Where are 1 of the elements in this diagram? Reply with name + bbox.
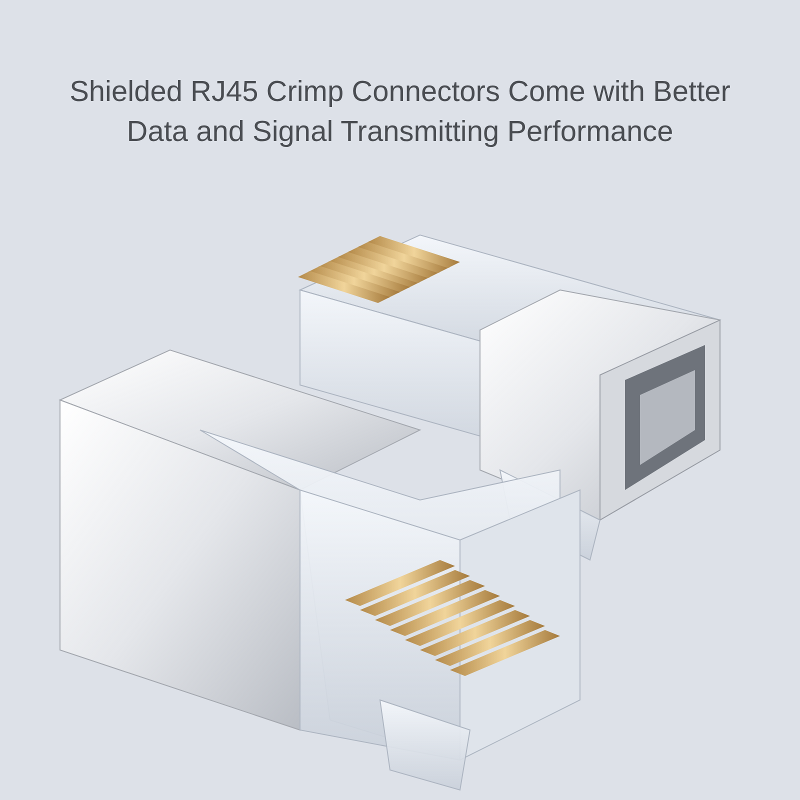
title: Shielded RJ45 Crimp Connectors Come with Better Data and Signal Transmitting Performance — [68, 75, 732, 150]
